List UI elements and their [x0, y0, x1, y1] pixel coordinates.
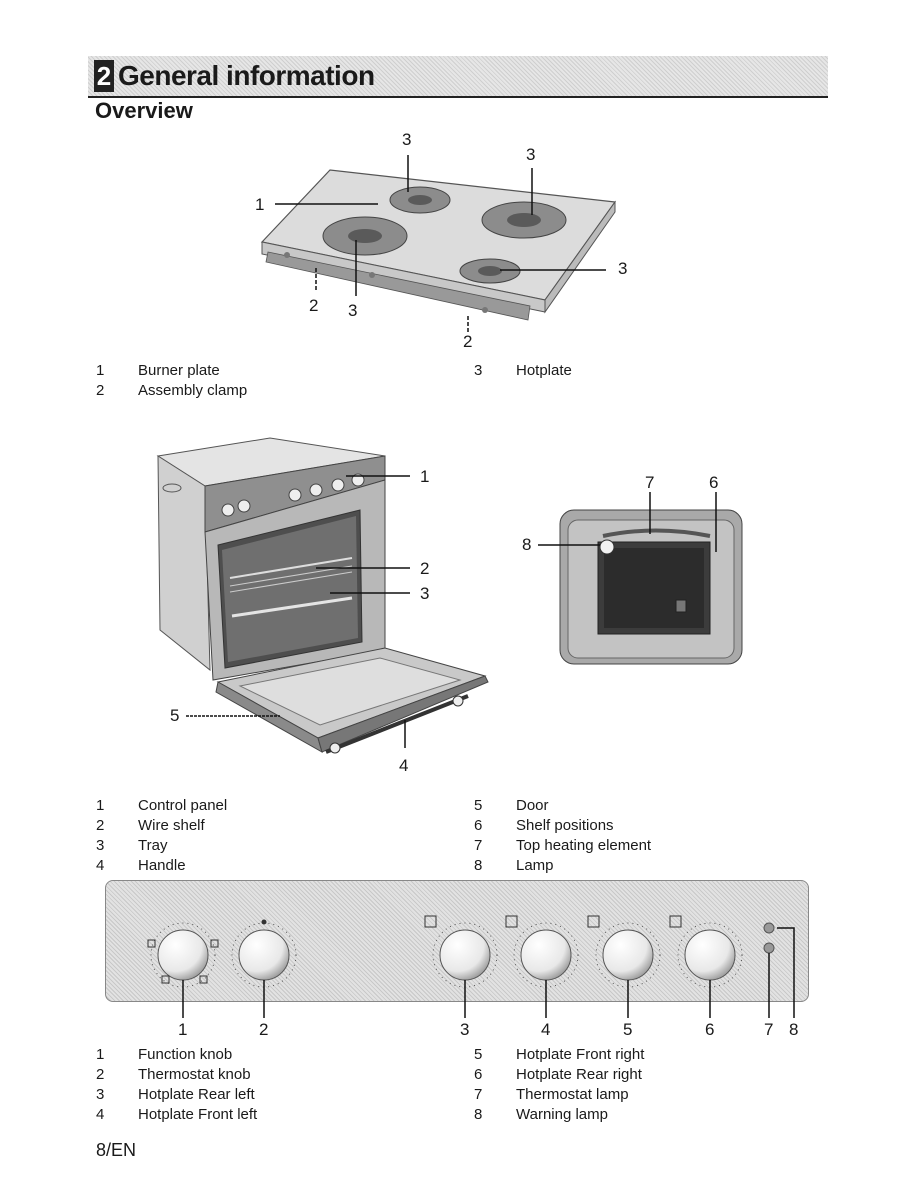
legend-label: Hotplate Rear left	[138, 1086, 255, 1103]
legend-label: Function knob	[138, 1046, 233, 1063]
hob-illustration	[260, 155, 617, 332]
legend-label: Hotplate Rear right	[516, 1066, 642, 1083]
legend-label: Hotplate Front right	[516, 1046, 645, 1063]
hob-callout-3b: 3	[526, 145, 536, 164]
hotplate-rear-left-knob[interactable]	[439, 929, 491, 981]
hob-callout-3d: 3	[348, 301, 358, 320]
hob-callout-3a: 3	[402, 130, 412, 149]
legend-number: 2	[96, 817, 105, 834]
legend-number: 8	[474, 1106, 483, 1123]
panel-callout-6: 6	[705, 1020, 715, 1039]
oven-callout-6: 6	[709, 473, 719, 492]
oven-illustration	[156, 437, 743, 754]
panel-callout-2: 2	[259, 1020, 269, 1039]
legend-label: Hotplate	[516, 362, 572, 379]
legend-number: 7	[474, 1086, 483, 1103]
hotplate-rear-right-knob[interactable]	[684, 929, 736, 981]
legend-number: 6	[474, 1066, 483, 1083]
oven-callout-2: 2	[420, 559, 430, 578]
legend-label: Handle	[138, 857, 186, 874]
hob-callout-2a: 2	[309, 296, 319, 315]
legend-number: 6	[474, 817, 483, 834]
panel-callout-3: 3	[460, 1020, 470, 1039]
legend-number: 3	[96, 1086, 105, 1103]
chapter-header-bar	[88, 56, 828, 98]
oven-callout-5: 5	[170, 706, 180, 725]
hotplate-front-right-knob[interactable]	[602, 929, 654, 981]
hotplate-front-left-knob[interactable]	[520, 929, 572, 981]
chapter-title: General information	[118, 60, 375, 91]
oven-callout-3: 3	[420, 584, 430, 603]
section-title: Overview	[95, 98, 193, 123]
oven-callout-7: 7	[645, 473, 655, 492]
panel-callout-7: 7	[764, 1020, 774, 1039]
legend-label: Wire shelf	[138, 817, 205, 834]
function-knob[interactable]	[157, 929, 209, 981]
legend-label: Thermostat lamp	[516, 1086, 629, 1103]
chapter-number: 2	[94, 60, 114, 92]
legend-label: Hotplate Front left	[138, 1106, 258, 1123]
legend-label: Burner plate	[138, 362, 220, 379]
control-panel-drawing	[147, 915, 795, 1018]
legend-label: Thermostat knob	[138, 1066, 251, 1083]
legend-number: 1	[96, 1046, 105, 1063]
oven-callout-4: 4	[399, 756, 409, 775]
thermostat-knob[interactable]	[238, 929, 290, 981]
hob-callout-1: 1	[255, 195, 265, 214]
legend-number: 1	[96, 797, 105, 814]
legend-number: 5	[474, 1046, 483, 1063]
legend-number: 8	[474, 857, 483, 874]
legend-number: 3	[96, 837, 105, 854]
legend-label: Shelf positions	[516, 817, 614, 834]
legend-number: 7	[474, 837, 483, 854]
legend-label: Top heating element	[516, 837, 652, 854]
legend-number: 4	[96, 1106, 105, 1123]
oven-callout-8: 8	[522, 535, 532, 554]
legend-label: Door	[516, 797, 549, 814]
legend-label: Tray	[138, 837, 168, 854]
hob-callout-3c: 3	[618, 259, 628, 278]
oven-callout-1: 1	[420, 467, 430, 486]
legend-label: Control panel	[138, 797, 228, 814]
legend-label: Lamp	[516, 857, 554, 874]
legend-number: 2	[96, 1066, 105, 1083]
panel-callout-5: 5	[623, 1020, 633, 1039]
legend-number: 1	[96, 362, 105, 379]
thermostat-lamp	[763, 942, 775, 954]
page-number: 8/EN	[96, 1140, 137, 1160]
legend-number: 2	[96, 382, 105, 399]
panel-callout-4: 4	[541, 1020, 551, 1039]
panel-callout-1: 1	[178, 1020, 188, 1039]
panel-callout-8: 8	[789, 1020, 799, 1039]
warning-lamp	[763, 922, 775, 934]
legend-number: 5	[474, 797, 483, 814]
legend-number: 3	[474, 362, 483, 379]
hob-callout-2b: 2	[463, 332, 473, 351]
legend-label: Warning lamp	[516, 1106, 608, 1123]
legend-label: Assembly clamp	[138, 382, 248, 399]
legend-number: 4	[96, 857, 105, 874]
